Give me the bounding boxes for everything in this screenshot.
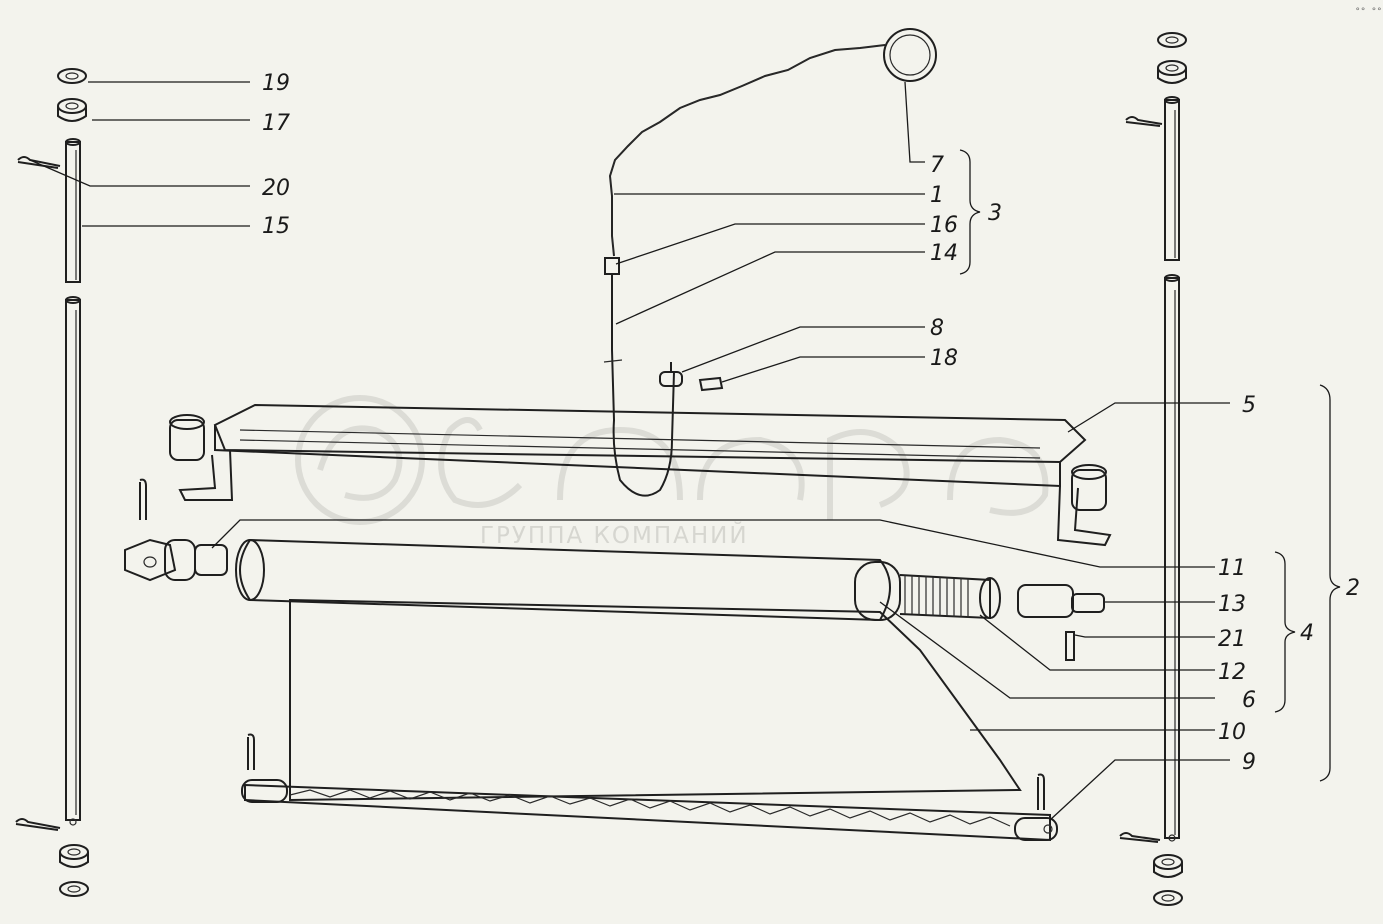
callout-8: 8	[930, 316, 944, 341]
callout-21: 21	[1218, 627, 1246, 652]
callout-18: 18	[930, 346, 958, 371]
callout-numbers: 19 17 20 15 7 1 16 14 3 8 18 5 11 13 21 …	[262, 71, 1360, 775]
left-post-assembly	[15, 68, 89, 897]
callout-20: 20	[262, 176, 290, 201]
callout-15: 15	[262, 214, 290, 239]
corner-mark: °° °°°	[1355, 7, 1383, 17]
chain-assembly	[603, 28, 937, 497]
callout-3: 3	[988, 201, 1002, 226]
callout-2: 2	[1346, 576, 1360, 601]
callout-4: 4	[1300, 621, 1314, 646]
watermark-subtitle: ГРУППА КОМПАНИЙ	[480, 521, 749, 549]
callout-5: 5	[1242, 393, 1256, 418]
callout-16: 16	[930, 213, 958, 238]
callout-13: 13	[1218, 592, 1246, 617]
callout-10: 10	[1218, 720, 1246, 745]
callout-19: 19	[262, 71, 290, 96]
top-bracket	[139, 403, 1112, 547]
right-post-assembly	[1119, 32, 1187, 906]
callout-11: 11	[1218, 556, 1246, 581]
group-braces	[959, 149, 1341, 782]
callout-9: 9	[1242, 750, 1256, 775]
callout-7: 7	[930, 153, 944, 178]
callout-leaders	[29, 81, 1230, 821]
callout-17: 17	[262, 111, 290, 136]
roller-assembly	[124, 538, 1105, 842]
callout-6: 6	[1242, 688, 1256, 713]
callout-14: 14	[930, 241, 958, 266]
callout-1: 1	[930, 183, 944, 208]
callout-12: 12	[1218, 660, 1246, 685]
